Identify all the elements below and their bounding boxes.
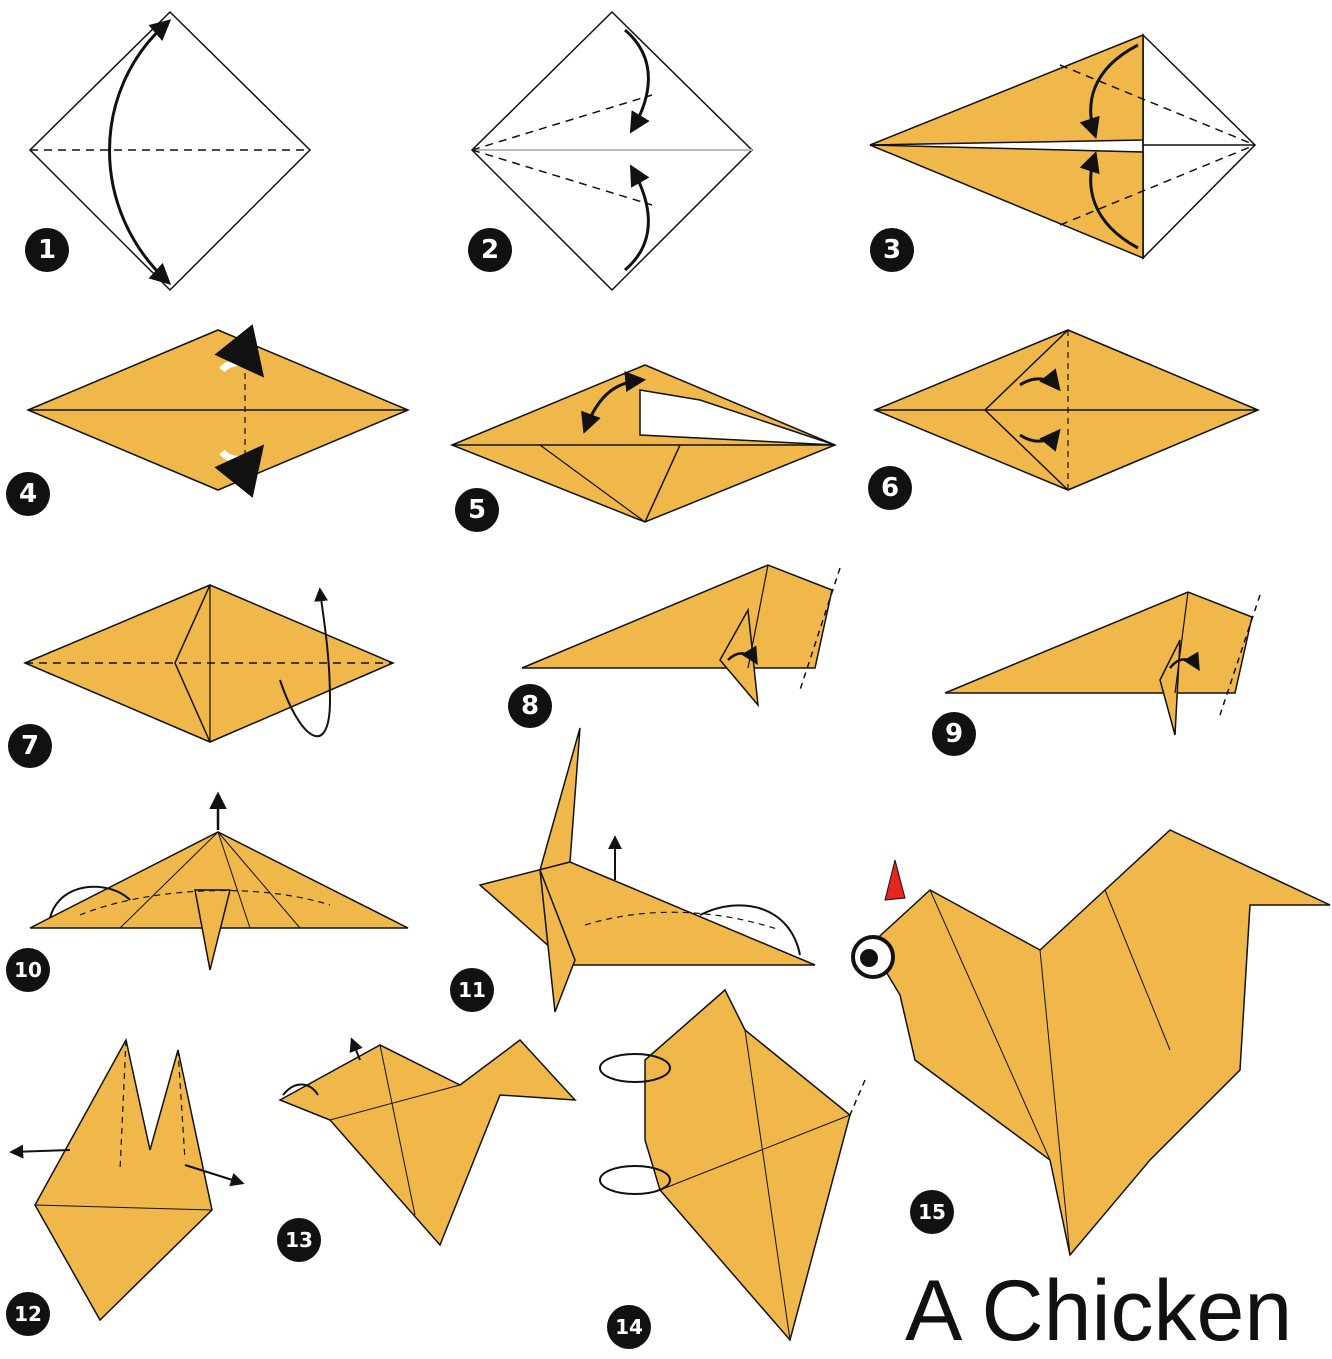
step-number-14: 14: [607, 1305, 651, 1349]
step-number-4: 4: [6, 472, 50, 516]
step-6-figure: [875, 330, 1258, 490]
step-number-2: 2: [468, 228, 512, 272]
step-number-6: 6: [868, 466, 912, 510]
beak-shape: [885, 860, 905, 900]
step-number-3: 3: [870, 228, 914, 272]
step-number-8: 8: [508, 684, 552, 728]
step-2-figure: [472, 12, 752, 290]
step-8-figure: [522, 565, 840, 705]
step-4-figure: [28, 330, 408, 490]
step-number-5: 5: [455, 488, 499, 532]
step-13-figure: [280, 1040, 575, 1245]
step-5-figure: [452, 365, 835, 522]
step-7-figure: [25, 585, 393, 742]
step-number-1: 1: [25, 228, 69, 272]
step-3-figure: [870, 35, 1255, 258]
step-number-9: 9: [932, 712, 976, 756]
diagram-title: A Chicken: [905, 1268, 1292, 1354]
step-number-12: 12: [6, 1292, 50, 1336]
step-number-15: 15: [910, 1190, 954, 1234]
step-11-figure: [480, 728, 815, 1012]
step-number-11: 11: [450, 968, 494, 1012]
step-12-figure: [12, 1040, 242, 1320]
step-number-7: 7: [8, 724, 52, 768]
step-1-figure: [30, 12, 310, 290]
step-9-figure: [945, 592, 1260, 735]
step-number-10: 10: [6, 948, 50, 992]
step-10-figure: [30, 795, 408, 970]
step-number-13: 13: [277, 1218, 321, 1262]
step-14-figure: [600, 990, 865, 1340]
